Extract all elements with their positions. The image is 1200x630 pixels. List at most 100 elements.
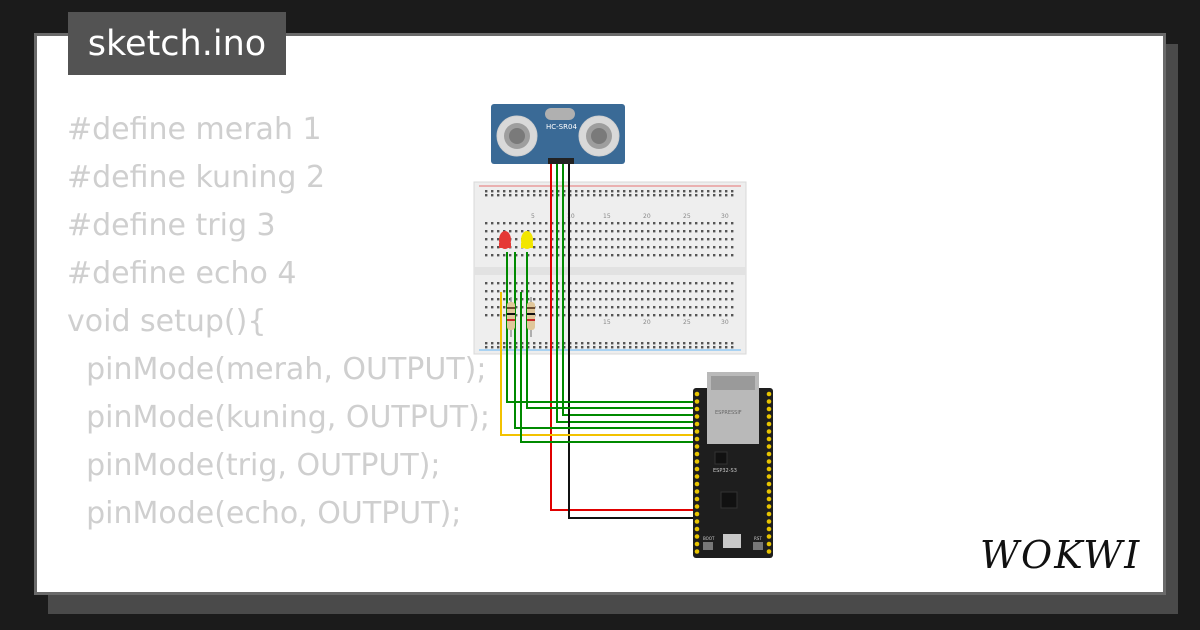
board-pins [694,391,772,554]
breadboard-hole [539,282,542,285]
breadboard-icon: 5 10 15 20 25 30 15 20 25 30 [473,181,747,355]
boot-label: BOOT [703,536,715,541]
breadboard-hole [557,306,560,309]
board-pin [694,391,700,397]
breadboard-hole [683,230,686,233]
breadboard-hole [617,282,620,285]
breadboard-hole [497,246,500,249]
breadboard-column-label: 25 [683,319,691,326]
breadboard-hole [485,254,488,257]
breadboard-hole [659,298,662,301]
breadboard-hole [527,290,530,293]
breadboard-hole [695,238,698,241]
breadboard-hole [719,306,722,309]
breadboard-hole [695,190,698,193]
breadboard-hole [533,254,536,257]
breadboard-hole [659,282,662,285]
breadboard-hole [659,306,662,309]
breadboard-hole [485,342,488,345]
breadboard-hole [569,254,572,257]
breadboard-hole [677,290,680,293]
wires [500,162,696,519]
breadboard-hole [545,238,548,241]
breadboard-hole [491,222,494,225]
breadboard-hole [635,222,638,225]
breadboard-hole [569,298,572,301]
breadboard-hole [641,346,644,349]
breadboard-hole [605,254,608,257]
breadboard-hole [539,246,542,249]
breadboard-hole [689,238,692,241]
breadboard-hole [701,246,704,249]
breadboard-hole [545,346,548,349]
breadboard-column-label: 10 [567,213,575,220]
breadboard-holes [485,190,734,349]
breadboard-hole [503,314,506,317]
circuit-diagram: 5 10 15 20 25 30 15 20 25 30 [473,104,773,558]
breadboard-hole [659,222,662,225]
breadboard-hole [647,190,650,193]
breadboard-hole [599,222,602,225]
breadboard-hole [653,290,656,293]
breadboard-hole [569,222,572,225]
breadboard-hole [509,230,512,233]
breadboard-hole [599,246,602,249]
breadboard-hole [623,222,626,225]
breadboard-hole [713,342,716,345]
breadboard-hole [629,314,632,317]
breadboard-hole [527,254,530,257]
breadboard-hole [617,238,620,241]
breadboard-hole [671,290,674,293]
breadboard-hole [677,282,680,285]
breadboard-hole [605,282,608,285]
breadboard-hole [581,314,584,317]
breadboard-hole [707,314,710,317]
breadboard-hole [713,238,716,241]
breadboard-hole [563,230,566,233]
breadboard-hole [695,282,698,285]
breadboard-hole [575,314,578,317]
breadboard-hole [551,346,554,349]
board-pin [694,481,700,487]
board-pin [766,429,772,434]
breadboard-hole [653,282,656,285]
breadboard-hole [527,342,530,345]
breadboard-hole [653,246,656,249]
breadboard-hole [503,298,506,301]
breadboard-hole [551,254,554,257]
breadboard-hole [623,230,626,233]
breadboard-hole [623,346,626,349]
breadboard-hole [533,342,536,345]
breadboard-hole [629,194,632,197]
breadboard-hole [731,254,734,257]
breadboard-hole [635,314,638,317]
breadboard-hole [701,254,704,257]
esp32-board-icon: ESPRESSIF ESP32-S3 BOOT RST [693,372,773,558]
breadboard-hole [497,290,500,293]
board-pin [694,414,700,419]
breadboard-hole [629,346,632,349]
breadboard-hole [581,238,584,241]
breadboard-hole [485,314,488,317]
breadboard-hole [653,306,656,309]
file-tab[interactable]: sketch.ino [68,12,286,75]
breadboard-hole [689,282,692,285]
breadboard-hole [485,246,488,249]
breadboard-hole [647,298,650,301]
board-pin [766,421,772,427]
breadboard-hole [557,246,560,249]
breadboard-hole [623,194,626,197]
breadboard-hole [701,238,704,241]
breadboard-hole [617,342,620,345]
breadboard-hole [503,282,506,285]
breadboard-hole [725,246,728,249]
wire-led-yellow-res [520,292,693,443]
breadboard-hole [533,238,536,241]
breadboard-hole [635,346,638,349]
breadboard-hole [551,282,554,285]
breadboard-hole [707,282,710,285]
breadboard-hole [605,346,608,349]
breadboard-hole [581,346,584,349]
code-line: #define kuning 2 [67,160,326,195]
breadboard-hole [653,342,656,345]
